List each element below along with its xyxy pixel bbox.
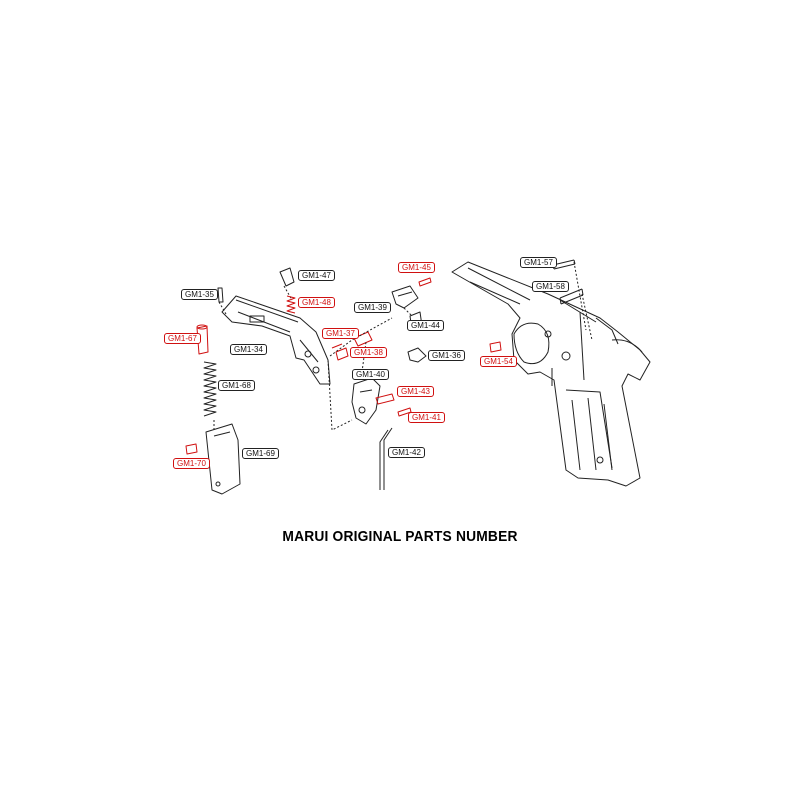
part-label-gm1-45: GM1-45 xyxy=(398,262,435,273)
part-label-gm1-41: GM1-41 xyxy=(408,412,445,423)
part-label-gm1-35: GM1-35 xyxy=(181,289,218,300)
part-label-gm1-43: GM1-43 xyxy=(397,386,434,397)
hammer-housing-drawing xyxy=(221,295,331,385)
part-label-gm1-40: GM1-40 xyxy=(352,369,389,380)
spring-68-drawing xyxy=(203,361,217,417)
part-36-drawing xyxy=(407,347,427,363)
part-label-gm1-47: GM1-47 xyxy=(298,270,335,281)
pins-43-41-drawing xyxy=(375,393,412,417)
part-label-gm1-38: GM1-38 xyxy=(350,347,387,358)
pin-35-drawing xyxy=(217,287,227,315)
part-label-gm1-37: GM1-37 xyxy=(322,328,359,339)
spring-42-drawing xyxy=(379,427,393,490)
frame-pins-drawing xyxy=(552,259,593,341)
part-label-gm1-68: GM1-68 xyxy=(218,380,255,391)
mainspring-housing-69-drawing xyxy=(205,423,241,495)
screw-45-drawing xyxy=(418,277,432,287)
part-label-gm1-36: GM1-36 xyxy=(428,350,465,361)
screw-54-drawing xyxy=(489,341,502,353)
sear-40-drawing xyxy=(351,377,381,425)
diagram-caption: MARUI ORIGINAL PARTS NUMBER xyxy=(282,528,518,545)
frame-drawing xyxy=(451,261,651,487)
pin-67-drawing xyxy=(196,324,209,355)
part-label-gm1-70: GM1-70 xyxy=(173,458,210,469)
part-label-gm1-42: GM1-42 xyxy=(388,447,425,458)
part-label-gm1-57: GM1-57 xyxy=(520,257,557,268)
spring-48-drawing xyxy=(286,295,296,314)
part-label-gm1-67: GM1-67 xyxy=(164,333,201,344)
part-47-drawing xyxy=(279,267,295,301)
part-label-gm1-48: GM1-48 xyxy=(298,297,335,308)
part-label-gm1-34: GM1-34 xyxy=(230,344,267,355)
part-label-gm1-69: GM1-69 xyxy=(242,448,279,459)
part-label-gm1-44: GM1-44 xyxy=(407,320,444,331)
part-label-gm1-58: GM1-58 xyxy=(532,281,569,292)
part-label-gm1-39: GM1-39 xyxy=(354,302,391,313)
pin-70-drawing xyxy=(185,443,198,455)
part-label-gm1-54: GM1-54 xyxy=(480,356,517,367)
